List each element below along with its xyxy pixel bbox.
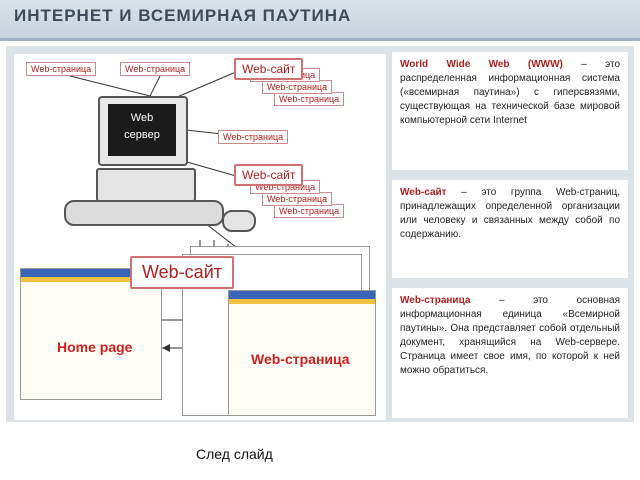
definition-term: Web-сайт bbox=[400, 187, 447, 198]
top-web-page-2: Web-страница bbox=[120, 62, 191, 76]
definition-text: – это распределенная информационная сист… bbox=[400, 59, 621, 126]
next-slide-link[interactable]: След слайд bbox=[196, 446, 273, 462]
server-monitor: Web сервер bbox=[98, 96, 188, 166]
definition-webpage: Web-страница – это основная информационн… bbox=[392, 288, 628, 418]
server-screen-line1: Web bbox=[130, 112, 154, 124]
site2-label: Web-сайт bbox=[234, 164, 304, 186]
site1-label: Web-сайт bbox=[234, 58, 304, 80]
home-page-label: Home page bbox=[57, 339, 133, 355]
site2-page-2: Web-страница bbox=[262, 192, 333, 206]
definition-website: Web-сайт – это группа Web-страниц, прина… bbox=[392, 180, 628, 278]
divider bbox=[0, 38, 640, 41]
definition-www: World Wide Web (WWW) – это распределенна… bbox=[392, 52, 628, 170]
top-web-page-1: Web-страница bbox=[26, 62, 97, 76]
page-title: ИНТЕРНЕТ И ВСЕМИРНАЯ ПАУТИНА bbox=[14, 6, 352, 25]
big-site-label: Web-сайт bbox=[130, 256, 234, 289]
home-page-screenshot: Home page bbox=[20, 268, 162, 400]
definition-term: Web-страница bbox=[400, 295, 471, 306]
server-screen-line2: сервер bbox=[124, 129, 160, 141]
site2-page-3: Web-страница bbox=[274, 204, 345, 218]
site1-page-2: Web-страница bbox=[262, 80, 333, 94]
definition-term: World Wide Web (WWW) bbox=[400, 59, 563, 70]
definition-text: – это группа Web-страниц, принадлежащих … bbox=[400, 187, 620, 240]
server-case bbox=[96, 168, 196, 202]
web-page-screenshot: Web-страница bbox=[228, 290, 376, 416]
definition-text: – это основная информационная единица «В… bbox=[400, 295, 620, 376]
middle-web-page: Web-страница bbox=[218, 130, 289, 144]
server-screen: Web сервер bbox=[108, 104, 176, 156]
title-band: ИНТЕРНЕТ И ВСЕМИРНАЯ ПАУТИНА bbox=[0, 0, 640, 38]
site1-page-3: Web-страница bbox=[274, 92, 345, 106]
web-page-label: Web-страница bbox=[251, 351, 350, 367]
mouse bbox=[222, 210, 256, 232]
keyboard bbox=[64, 200, 224, 226]
